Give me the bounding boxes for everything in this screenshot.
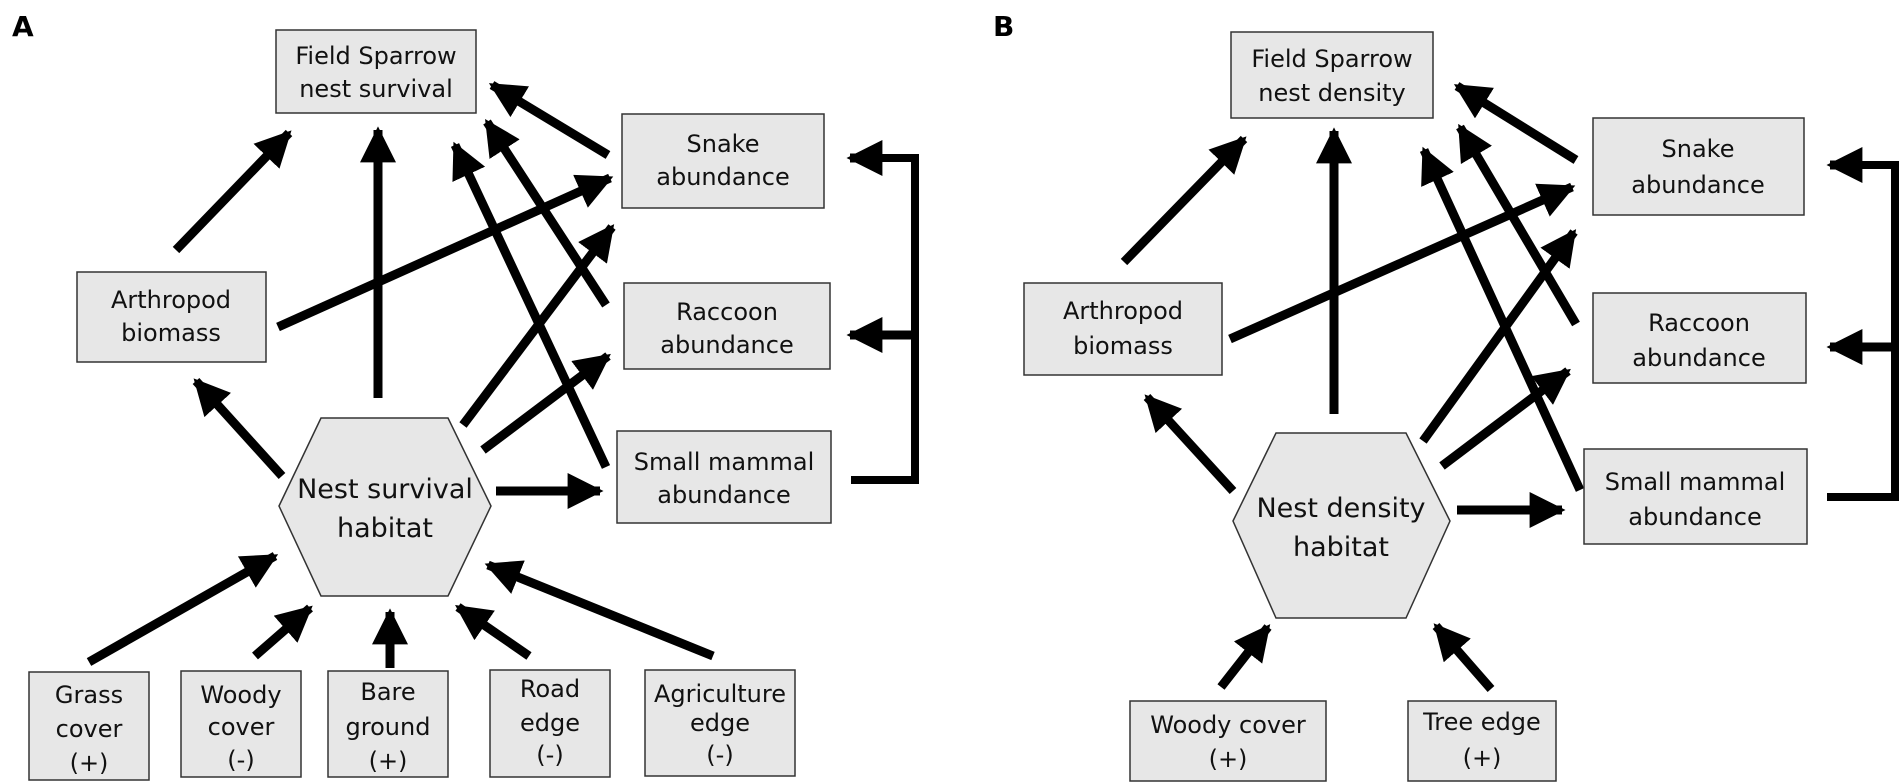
svg-text:Field Sparrow: Field Sparrow [1251,45,1412,73]
panel-b-arthropod-node: Arthropod biomass [1023,282,1223,376]
svg-text:ground: ground [346,713,431,741]
arrow-raccoon-to-target [483,118,610,308]
svg-text:Small mammal: Small mammal [1605,468,1786,496]
panel-b-snake-node: Snake abundance [1592,117,1805,216]
panel-label: A [12,10,34,43]
svg-text:abundance: abundance [657,481,790,509]
arrow-arthropod-to-target [172,129,293,254]
svg-text:Small mammal: Small mammal [634,448,815,476]
arrow-habitat-to-raccoon [1439,367,1571,470]
arrow-habitat-to-snake [1419,229,1578,444]
panel-b-target-node: Field Sparrow nest density [1230,31,1434,119]
svg-text:Woody: Woody [200,681,281,709]
svg-text:Nest survival: Nest survival [297,474,473,505]
arrow-arthropod-to-snake [276,173,614,332]
svg-text:abundance: abundance [656,163,789,191]
svg-text:abundance: abundance [1632,344,1765,372]
bracket-mammal-to-snake [851,154,919,484]
svg-text:Snake: Snake [687,130,760,158]
panel-a-target-node: Field Sparrow nest survival [275,29,477,114]
svg-text:(-): (-) [536,741,563,769]
svg-text:Raccoon: Raccoon [1648,309,1750,337]
panel-b-input-tree: Tree edge (+) [1407,700,1557,782]
svg-text:Tree edge: Tree edge [1422,708,1541,736]
panel-b: B Field Sparrow nest density Snake [993,10,1899,782]
svg-text:Snake: Snake [1662,135,1735,163]
svg-text:Bare: Bare [360,678,415,706]
arrow-snake-to-target [1453,82,1579,164]
arrow-grass-to-habitat [86,552,279,666]
panel-a-input-grass: Grass cover (+) [28,671,150,781]
svg-text:(-): (-) [706,741,733,769]
arrow-mammal-to-target [450,141,611,469]
arrow-habitat-to-raccoon [480,352,611,454]
svg-text:(+): (+) [1209,745,1248,773]
bracket-mammal-to-snake [1827,161,1899,501]
svg-text:Arthropod: Arthropod [111,286,231,314]
arrow-tree-to-habitat [1432,623,1495,692]
arrow-habitat-to-arthropod [1143,393,1237,495]
arrow-arthropod-to-target [1120,135,1248,266]
svg-text:Grass: Grass [55,681,123,709]
svg-text:Raccoon: Raccoon [676,298,778,326]
svg-text:(-): (-) [227,746,254,774]
panel-b-mammal-node: Small mammal abundance [1583,448,1808,545]
panel-b-input-woody: Woody cover (+) [1129,700,1327,782]
arrow-raccoon-to-target [1456,123,1580,327]
svg-text:habitat: habitat [337,513,433,544]
svg-text:Road: Road [520,675,580,703]
svg-text:biomass: biomass [121,319,221,347]
svg-text:(+): (+) [70,749,109,777]
arrow-arthropod-to-snake [1228,182,1576,344]
panel-label: B [993,10,1014,43]
panel-a-arthropod-node: Arthropod biomass [76,271,267,363]
panel-a-input-agriculture: Agriculture edge (-) [644,669,796,777]
panel-a-input-road: Road edge (-) [489,669,611,778]
arrow-snake-to-target [488,81,611,159]
svg-text:nest density: nest density [1258,79,1406,107]
panel-a: A Field Sparrow nest surviva [12,10,919,781]
panel-a-snake-node: Snake abundance [621,113,825,209]
arrow-agriculture-to-habitat [484,560,715,661]
svg-text:abundance: abundance [1631,171,1764,199]
svg-text:Woody cover: Woody cover [1150,711,1306,739]
svg-text:(+): (+) [1463,744,1502,772]
svg-text:nest survival: nest survival [299,75,453,103]
panel-b-arrows [1120,82,1899,692]
svg-text:habitat: habitat [1293,532,1389,563]
svg-text:Nest density: Nest density [1256,493,1425,524]
svg-text:edge: edge [520,709,580,737]
svg-text:Field Sparrow: Field Sparrow [295,42,456,70]
panel-a-input-bare: Bare ground (+) [327,670,449,778]
svg-text:cover: cover [208,713,275,741]
svg-text:Arthropod: Arthropod [1063,297,1183,325]
arrow-woody-to-habitat [1217,624,1272,690]
arrow-road-to-habitat [455,603,532,660]
svg-text:edge: edge [690,709,750,737]
arrow-habitat-to-arthropod [192,377,286,480]
panel-a-arrows [86,81,919,668]
panel-a-input-woody: Woody cover (-) [180,670,302,778]
panel-a-mammal-node: Small mammal abundance [616,430,832,524]
svg-text:abundance: abundance [1628,503,1761,531]
svg-text:abundance: abundance [660,331,793,359]
svg-text:biomass: biomass [1073,332,1173,360]
arrow-woody-to-habitat [252,604,313,660]
panel-b-habitat-node: Nest density habitat [1232,432,1451,619]
arrow-mammal-to-target [1419,146,1585,492]
panel-a-raccoon-node: Raccoon abundance [623,282,831,370]
svg-text:Agriculture: Agriculture [654,680,786,708]
arrow-habitat-to-snake [459,224,616,428]
svg-text:cover: cover [56,715,123,743]
svg-text:(+): (+) [369,747,408,775]
panel-b-raccoon-node: Raccoon abundance [1592,292,1807,384]
panel-a-habitat-node: Nest survival habitat [278,417,492,597]
